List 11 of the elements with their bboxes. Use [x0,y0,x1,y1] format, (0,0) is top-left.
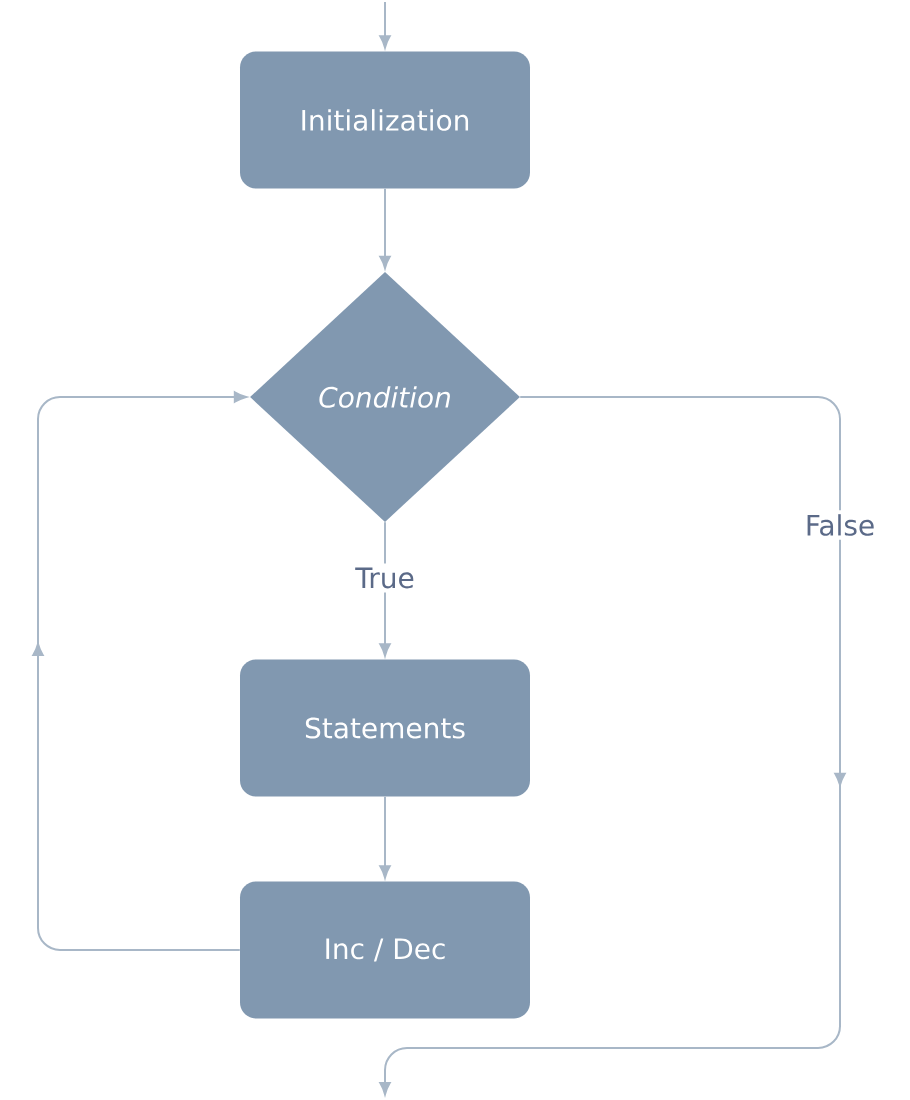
arrow [379,396,846,1096]
arrow [32,391,247,951]
edge-label: False [800,510,880,540]
arrow [379,187,391,269]
process-box: Initialization [240,51,530,189]
process-box: Statements [240,659,530,797]
arrow [379,795,391,879]
arrow [379,521,391,657]
arrow [379,1,391,49]
process-box: Inc / Dec [240,881,530,1019]
edge-label: True [351,563,419,593]
